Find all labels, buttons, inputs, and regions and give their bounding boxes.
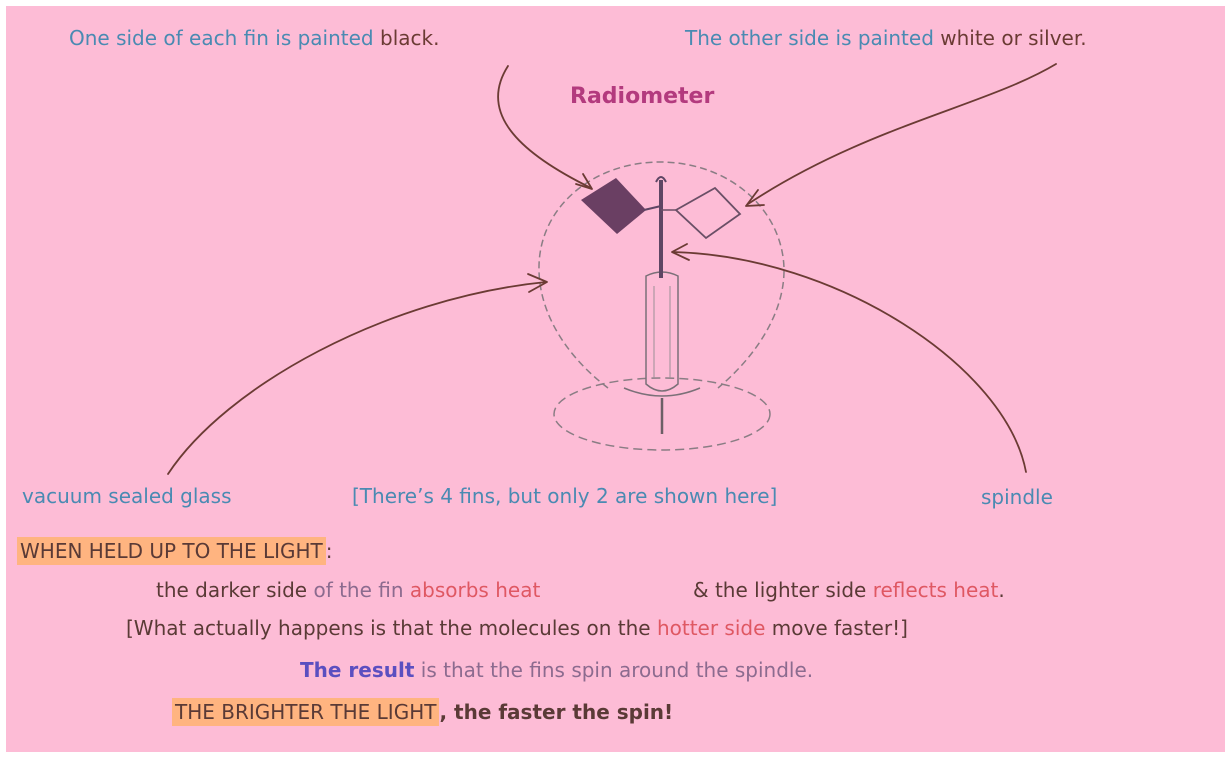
white-fin: [674, 186, 742, 240]
radiometer-sheet: One side of each fin is painted black. T…: [6, 6, 1225, 752]
arrow-to-white-fin: [747, 63, 1057, 205]
label-glass: vacuum sealed glass: [22, 484, 232, 508]
explanation-line-1: the darker side of the fin absorbs heat: [156, 578, 541, 602]
inner-stem: [645, 271, 679, 392]
explanation-line-1b: & the lighter side reflects heat.: [693, 578, 1005, 602]
bulb-base: [553, 377, 771, 451]
radiometer-bulb-illustration: [538, 161, 785, 451]
label-fin-black: One side of each fin is painted black.: [69, 26, 440, 50]
explanation-line-4: THE BRIGHTER THE LIGHT, the faster the s…: [172, 698, 673, 726]
radiometer-diagram: [167, 63, 1057, 475]
explanation-line-3: The result is that the fins spin around …: [300, 658, 814, 682]
label-fins-note: [There’s 4 fins, but only 2 are shown he…: [352, 484, 778, 508]
arrow-to-glass: [167, 281, 547, 475]
heading-held-to-light: WHEN HELD UP TO THE LIGHT:: [17, 537, 333, 565]
diagram-title: Radiometer: [570, 84, 715, 109]
label-spindle: spindle: [981, 485, 1053, 509]
explanation-line-2: [What actually happens is that the molec…: [126, 616, 908, 640]
arrow-to-spindle: [672, 251, 1027, 473]
label-fin-white: The other side is painted white or silve…: [685, 26, 1087, 50]
arrow-to-black-fin: [497, 65, 592, 189]
glass-bulb: [538, 161, 785, 389]
black-fin: [581, 178, 646, 234]
